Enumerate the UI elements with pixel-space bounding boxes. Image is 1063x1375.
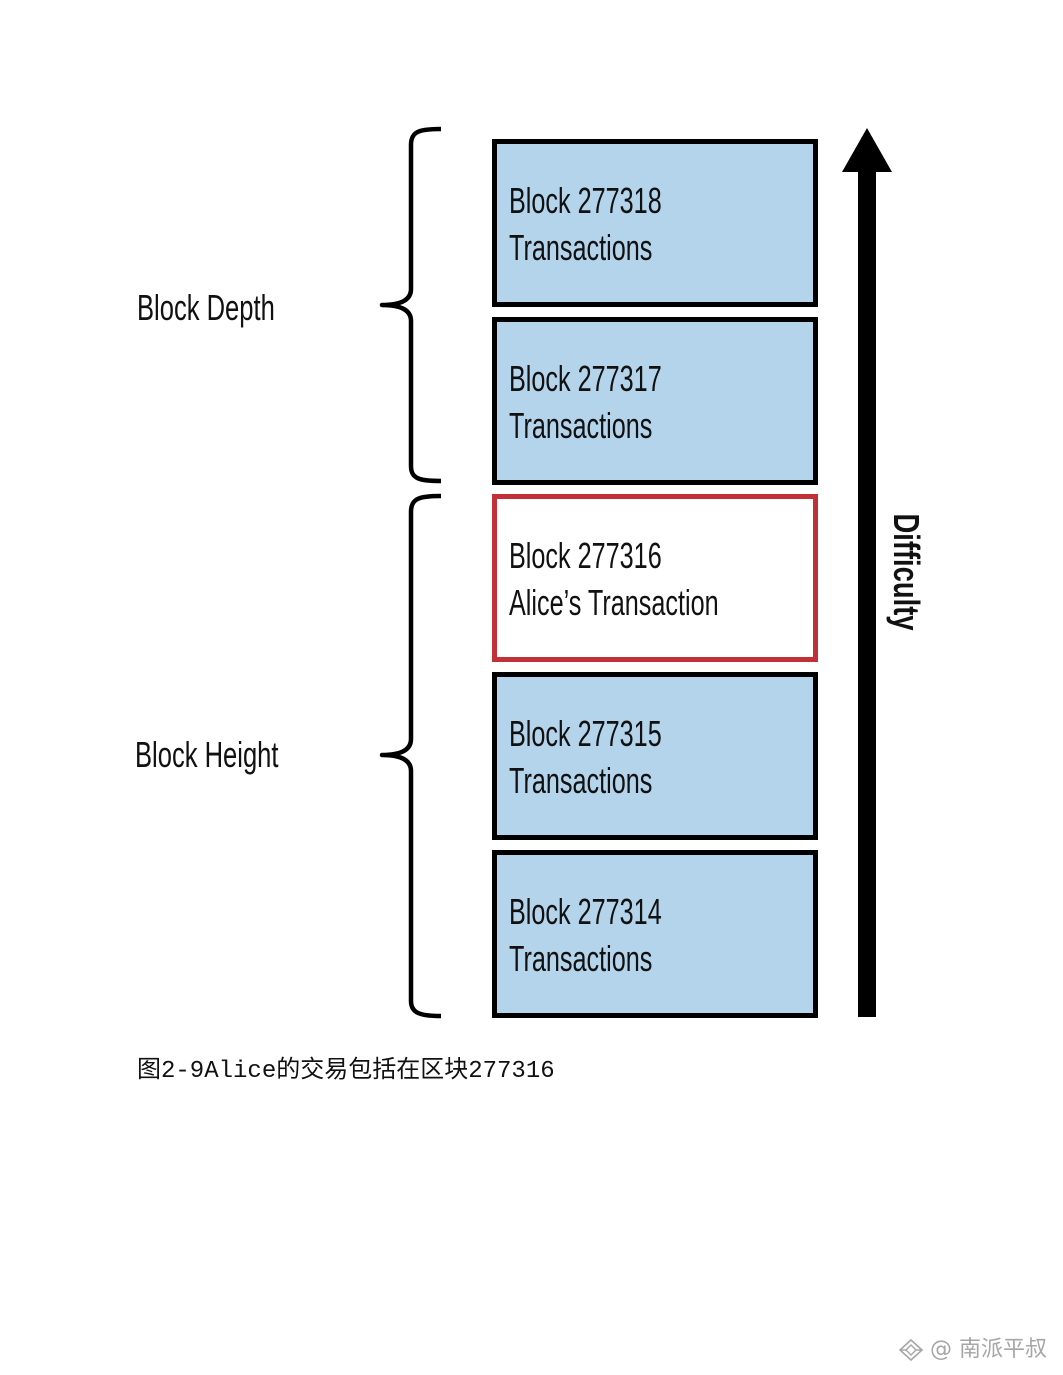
difficulty-arrow-shaft: [858, 168, 876, 1017]
block-title: Block 277314: [509, 891, 662, 932]
block-title: Block 277318: [509, 180, 662, 221]
block-content: Transactions: [509, 760, 653, 801]
block-title: Block 277315: [509, 713, 662, 754]
highlighted-block-card: Block 277316 Alice’s Transaction: [492, 494, 818, 662]
difficulty-label: Difficulty: [886, 513, 927, 631]
block-content: Transactions: [509, 938, 653, 979]
block-card: Block 277318 Transactions: [492, 139, 818, 307]
difficulty-arrow-head: [842, 128, 892, 172]
watermark: @ 南派平叔: [898, 1336, 1047, 1364]
block-title: Block 277317: [509, 358, 662, 399]
difficulty-arrow: [842, 128, 892, 1017]
block-card: Block 277314 Transactions: [492, 850, 818, 1018]
watermark-text: @ 南派平叔: [930, 1337, 1047, 1362]
block-height-brace: [379, 493, 442, 1019]
block-depth-label: Block Depth: [137, 287, 275, 328]
figure-caption: 图2-9Alice的交易包括在区块277316: [137, 1058, 555, 1085]
block-content: Alice’s Transaction: [509, 582, 719, 623]
watermark-logo-icon: [898, 1338, 924, 1362]
block-title: Block 277316: [509, 535, 662, 576]
block-card: Block 277317 Transactions: [492, 317, 818, 485]
block-content: Transactions: [509, 405, 653, 446]
block-content: Transactions: [509, 227, 653, 268]
block-card: Block 277315 Transactions: [492, 672, 818, 840]
block-height-label: Block Height: [135, 734, 279, 775]
block-depth-brace: [379, 126, 442, 484]
